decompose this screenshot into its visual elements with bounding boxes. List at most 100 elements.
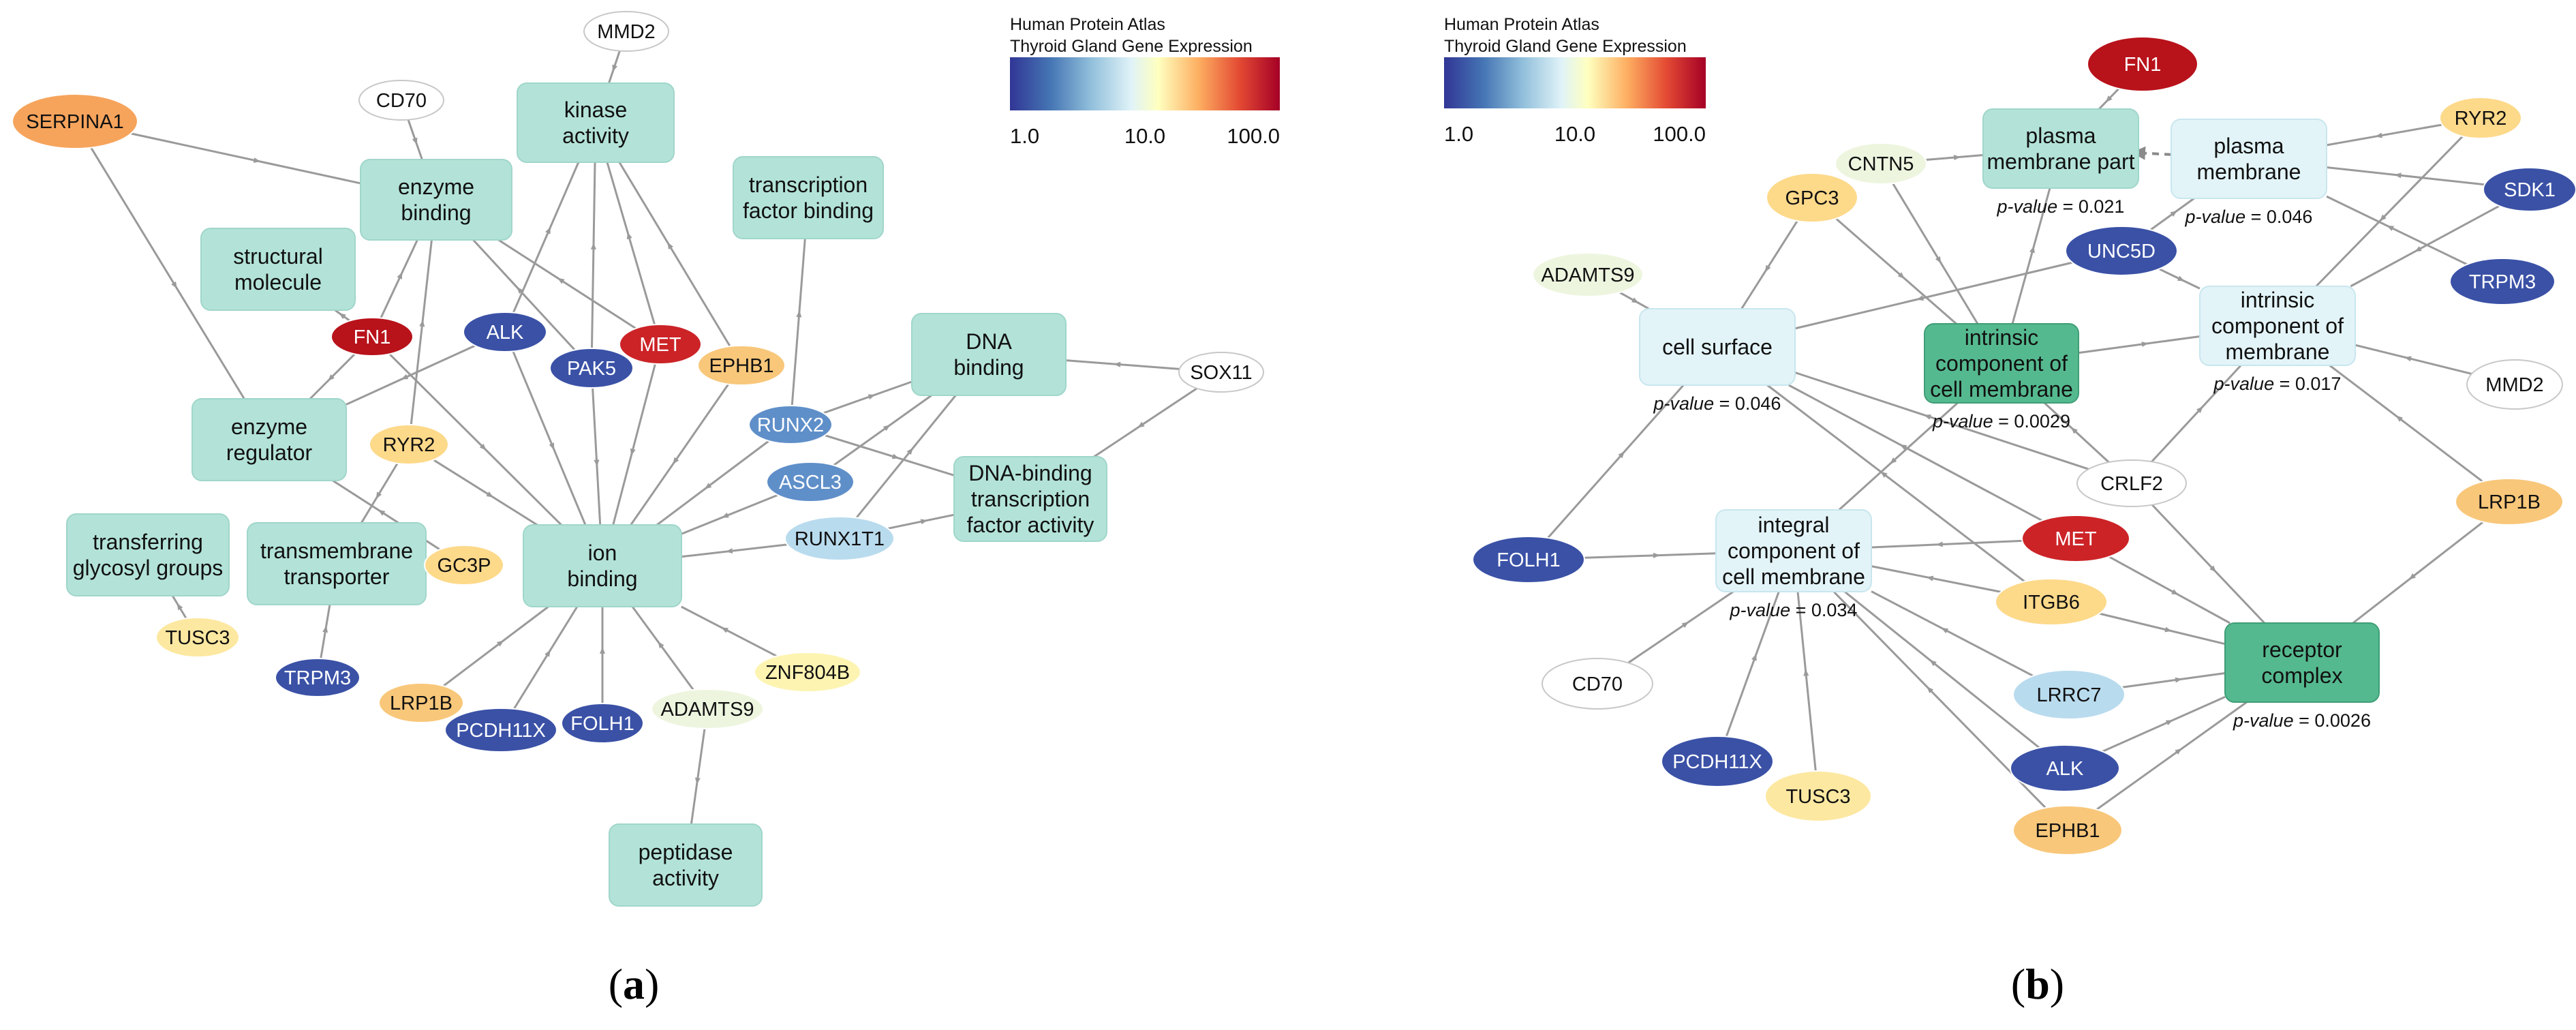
edge-arrowhead xyxy=(1631,297,1639,303)
legend-color-bar xyxy=(1010,57,1280,110)
network-edge xyxy=(606,162,656,325)
edge-arrowhead xyxy=(339,313,346,320)
edge-arrowhead xyxy=(496,640,504,647)
legend-title-line2: Thyroid Gland Gene Expression xyxy=(1444,37,1687,56)
edge-arrowhead xyxy=(721,627,729,633)
gene-label: ZNF804B xyxy=(765,662,850,684)
go-term-label: peptidase xyxy=(639,840,733,864)
edge-arrowhead xyxy=(626,232,632,240)
gene-node-met: MET xyxy=(619,324,702,365)
network-edge xyxy=(1766,384,2025,583)
go-term-box xyxy=(733,156,884,239)
gene-label: LRP1B xyxy=(2478,491,2541,513)
gene-node-tusc3: TUSC3 xyxy=(155,617,240,658)
gene-ellipse xyxy=(549,348,634,389)
network-edge xyxy=(681,543,788,558)
gene-label: EPHB1 xyxy=(2035,820,2100,842)
edge-arrowhead xyxy=(1941,627,1949,634)
edge-arrowhead xyxy=(920,519,928,525)
edge-arrowhead xyxy=(1929,659,1937,667)
go-term-label: intrinsic xyxy=(2241,288,2314,312)
go-term-label: ion xyxy=(588,541,617,565)
gene-node-folh1: FOLH1 xyxy=(561,703,644,744)
legend-tick-label: 100.0 xyxy=(1653,122,1706,146)
go-term-label: transferring xyxy=(93,530,203,554)
edge-arrowhead xyxy=(1924,414,1931,420)
gene-ellipse xyxy=(1764,770,1872,822)
gene-ellipse xyxy=(331,317,414,357)
gene-ellipse xyxy=(275,658,361,697)
edge-arrowhead xyxy=(1935,256,1942,264)
gene-node-gc3p: GC3P xyxy=(424,545,504,586)
gene-label: GPC3 xyxy=(1785,187,1839,209)
edge-arrowhead xyxy=(2375,132,2382,138)
p-value-prefix: p-value xyxy=(2213,374,2275,394)
edge-arrowhead xyxy=(412,137,418,145)
edge-arrowhead xyxy=(177,603,183,611)
edge-arrowhead xyxy=(1751,653,1757,661)
gene-node-crlf2: CRLF2 xyxy=(2076,459,2187,507)
edge-arrowhead xyxy=(704,483,712,489)
network-edge xyxy=(512,606,579,710)
go-term-label: plasma xyxy=(2025,123,2096,148)
gene-node-cd70: CD70 xyxy=(1542,658,1653,710)
gene-ellipse xyxy=(1532,252,1644,297)
network-edge xyxy=(1871,539,2023,549)
p-value-label: p-value = 0.046 xyxy=(1653,393,1781,414)
p-value-prefix: p-value xyxy=(1997,196,2058,217)
gene-ellipse xyxy=(2012,669,2126,720)
edge-arrowhead xyxy=(2387,225,2394,231)
gene-ellipse xyxy=(1766,172,1858,223)
go-term-label: transcription xyxy=(749,172,868,197)
network-edge xyxy=(630,383,730,526)
edge-arrowhead xyxy=(2141,342,2149,347)
gene-label: ALK xyxy=(2046,758,2084,780)
go-term-box xyxy=(66,513,230,596)
network-edge xyxy=(346,344,476,406)
edge-arrowhead xyxy=(171,281,177,289)
gene-label: SERPINA1 xyxy=(26,111,123,133)
edge-arrowhead xyxy=(545,650,551,657)
network-edge xyxy=(612,363,656,526)
network-edge xyxy=(1547,384,1685,539)
edge-arrowhead xyxy=(2177,275,2185,282)
gene-label: PAK5 xyxy=(567,358,616,380)
edge-arrowhead xyxy=(694,777,701,785)
gene-ellipse xyxy=(2076,459,2187,507)
network-edge xyxy=(1065,359,1180,370)
gene-label: GC3P xyxy=(438,555,491,577)
network-edge xyxy=(2326,166,2485,186)
go-term-label: membrane xyxy=(2197,160,2301,184)
gene-ellipse xyxy=(1995,578,2108,626)
gene-ellipse xyxy=(378,682,464,723)
network-edge xyxy=(1835,217,1957,325)
go-term-label: molecule xyxy=(234,270,322,294)
gene-label: FN1 xyxy=(354,327,391,348)
go-term-label: binding xyxy=(401,200,471,225)
gene-node-lrrc7: LRRC7 xyxy=(2012,669,2126,720)
gene-node-trpm3: TRPM3 xyxy=(2449,258,2556,305)
go-term-label: complex xyxy=(2261,663,2342,688)
gene-label: ITGB6 xyxy=(2023,592,2080,614)
nodes-layer: kinaseactivityenzymebindingstructuralmol… xyxy=(12,11,2576,907)
go-term-label: transporter xyxy=(284,564,390,589)
gene-ellipse xyxy=(619,324,702,365)
p-value-number: 0.017 xyxy=(2295,374,2342,394)
edge-arrowhead xyxy=(796,310,802,318)
p-value-label: p-value = 0.021 xyxy=(1997,196,2125,217)
p-value-number: 0.021 xyxy=(2079,196,2125,217)
edge-arrowhead xyxy=(667,242,673,249)
gene-node-mmd2: MMD2 xyxy=(2466,359,2563,410)
edge-arrowhead xyxy=(2070,427,2078,434)
p-value-equals: = xyxy=(2274,374,2295,394)
network-edge xyxy=(1871,590,2034,677)
p-value-prefix: p-value xyxy=(1653,393,1715,414)
edge-arrowhead xyxy=(2029,245,2035,254)
edge-arrowhead xyxy=(2165,720,2173,726)
gene-node-cntn5: CNTN5 xyxy=(1835,142,1927,185)
